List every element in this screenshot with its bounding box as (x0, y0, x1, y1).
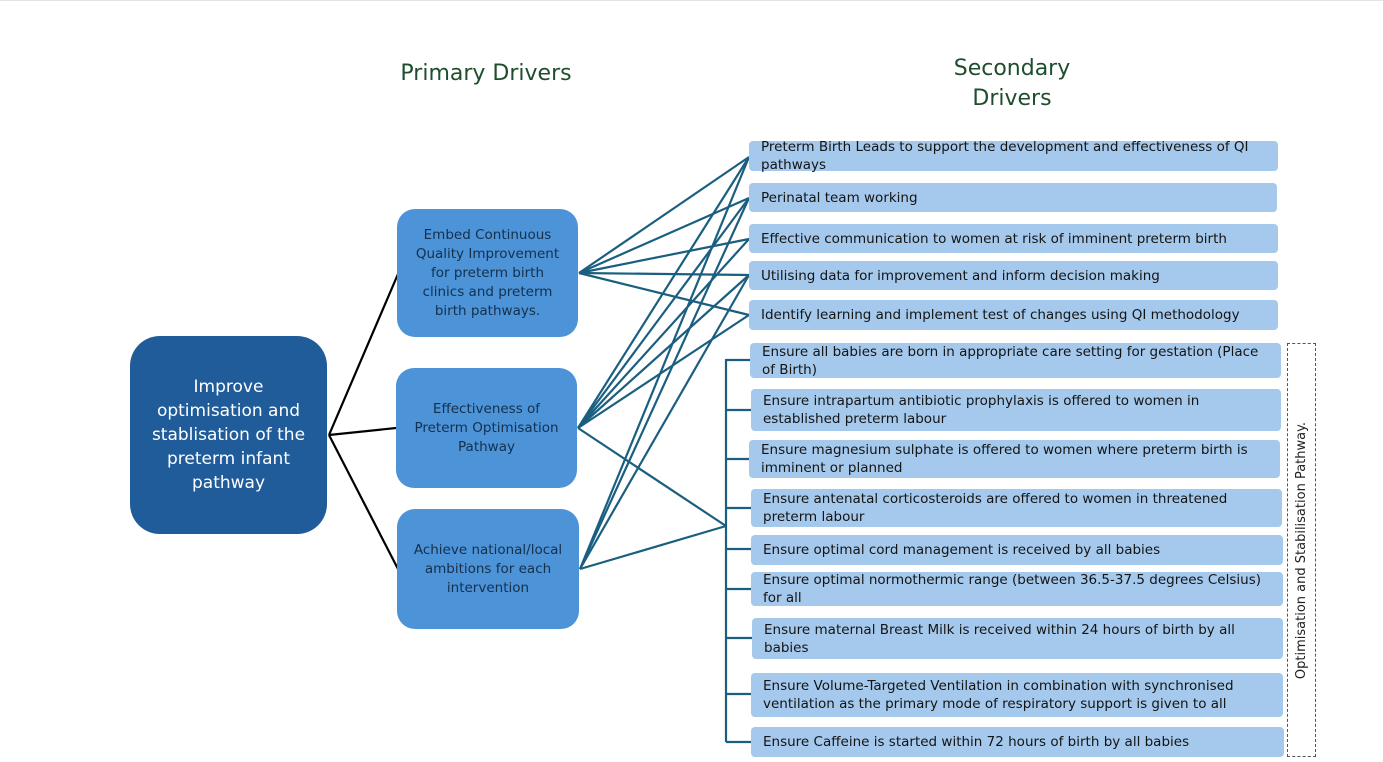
connector-pd3-sd2 (578, 197, 751, 570)
secondary-driver-normothermic-range: Ensure optimal normothermic range (betwe… (751, 572, 1283, 606)
connector-pd3-sd4 (579, 274, 750, 570)
connector-goal-pd1 (327, 273, 400, 436)
connector-pd2-bracket (577, 427, 727, 527)
secondary-heading-line-2: Drivers (972, 86, 1052, 111)
connector-pd3-bracket (579, 524, 727, 571)
connector-pd1-sd5 (578, 271, 750, 317)
connector-pd2-sd2 (577, 197, 750, 429)
secondary-driver-perinatal-team: Perinatal team working (749, 183, 1277, 212)
goal-box: Improve optimisation and stablisation of… (130, 336, 327, 534)
secondary-driver-identify-learning: Identify learning and implement test of … (749, 300, 1278, 330)
connector-goal-pd3 (328, 434, 399, 570)
connector-pd3-sd1 (578, 156, 751, 570)
connector-pd1-sd1 (578, 156, 750, 274)
connector-pd1-sd3 (578, 237, 750, 275)
optimisation-pathway-label-text: Optimisation and Stabilisation Pathway. (1294, 421, 1310, 679)
secondary-drivers-heading: Secondary Drivers (912, 54, 1112, 114)
secondary-driver-antibiotic-prophylaxis: Ensure intrapartum antibiotic prophylaxi… (751, 389, 1281, 431)
secondary-driver-antenatal-corticosteroids: Ensure antenatal corticosteroids are off… (751, 489, 1282, 527)
primary-driver-pathway-effectiveness: Effectiveness of Preterm Optimisation Pa… (396, 368, 577, 488)
secondary-driver-place-of-birth: Ensure all babies are born in appropriat… (750, 343, 1281, 378)
connector-goal-pd2 (328, 426, 397, 437)
secondary-driver-volume-targeted-ventilation: Ensure Volume-Targeted Ventilation in co… (751, 673, 1283, 717)
secondary-driver-utilising-data: Utilising data for improvement and infor… (749, 261, 1278, 290)
secondary-heading-line-1: Secondary (953, 56, 1071, 81)
connector-pd1-sd2 (578, 196, 750, 275)
connector-pd2-sd1 (577, 156, 750, 429)
optimisation-pathway-bracket-box (1287, 343, 1316, 757)
secondary-driver-cord-management: Ensure optimal cord management is receiv… (751, 535, 1283, 565)
connector-pd2-sd5 (577, 314, 750, 429)
primary-drivers-heading: Primary Drivers (400, 61, 572, 86)
primary-driver-continuous-qi: Embed Continuous Quality Improvement for… (397, 209, 578, 337)
secondary-driver-effective-communication: Effective communication to women at risk… (749, 224, 1278, 253)
secondary-driver-preterm-birth-leads: Preterm Birth Leads to support the devel… (749, 139, 1278, 173)
connector-pd2-sd4 (577, 274, 750, 429)
primary-driver-national-ambitions: Achieve national/local ambitions for eac… (397, 509, 579, 629)
top-rule (0, 0, 1383, 1)
optimisation-pathway-label: Optimisation and Stabilisation Pathway. (1287, 343, 1316, 757)
secondary-driver-breast-milk: Ensure maternal Breast Milk is received … (752, 618, 1283, 659)
connector-pd1-sd4 (578, 271, 750, 277)
secondary-driver-caffeine: Ensure Caffeine is started within 72 hou… (751, 727, 1284, 757)
connector-pd2-sd3 (577, 238, 750, 429)
secondary-driver-magnesium-sulphate: Ensure magnesium sulphate is offered to … (749, 440, 1280, 478)
